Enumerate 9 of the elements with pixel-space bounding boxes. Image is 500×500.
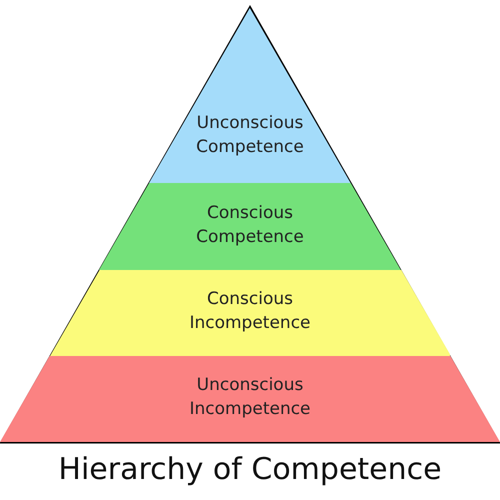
pyramid-tier (0, 356, 500, 442)
tier-label: Unconscious Competence (195, 112, 305, 159)
tier-label: Unconscious Incompetence (188, 374, 312, 421)
pyramid-apex-tier (149, 8, 351, 183)
tier-label: Conscious Incompetence (188, 288, 312, 335)
pyramid-tier (99, 183, 401, 270)
pyramid-tier (50, 270, 450, 356)
diagram-title: Hierarchy of Competence (57, 452, 443, 487)
tier-label: Conscious Competence (195, 202, 305, 248)
